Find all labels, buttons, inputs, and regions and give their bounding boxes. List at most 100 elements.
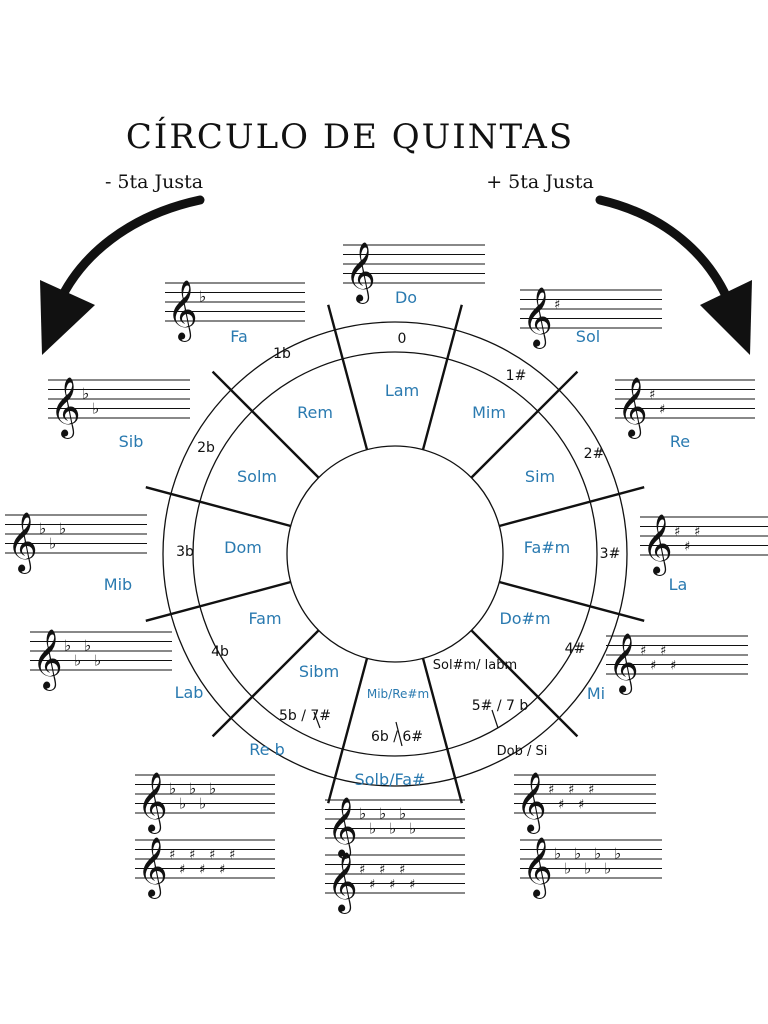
sharp-icon: ♯: [199, 863, 205, 878]
staff-la: 𝄞♯♯♯: [640, 514, 768, 576]
major-dob-si: Dob / Si: [497, 744, 548, 759]
treble-clef-icon: 𝄞: [617, 377, 648, 439]
flat-icon: ♭: [399, 804, 406, 822]
sector-labels: 0 1# 2# 3# 4# 1b 2b 3b 4b 5b / 7# 6b / 6…: [104, 288, 690, 789]
treble-clef-icon: 𝄞: [608, 633, 639, 695]
flat-icon: ♭: [59, 519, 66, 537]
treble-clef-icon: 𝄞: [522, 837, 553, 899]
flat-icon: ♭: [209, 779, 216, 797]
accidentals-re: 2#: [584, 446, 605, 462]
ring-slash-2: [491, 709, 499, 729]
major-solb-fasharp: Solb/Fa#: [355, 770, 426, 789]
sector-divider-0: [327, 304, 369, 451]
accidentals-mib: 3b: [176, 544, 194, 560]
sharp-icon: ♯: [389, 878, 395, 893]
sector-divider-6: [421, 657, 463, 804]
major-sib: Sib: [119, 432, 144, 451]
flat-icon: ♭: [389, 820, 396, 838]
flat-icon: ♭: [594, 844, 601, 862]
flat-icon: ♭: [39, 519, 46, 537]
accidentals-dob: 5# / 7 b: [472, 698, 529, 714]
major-mi: Mi: [587, 684, 605, 703]
treble-clef-icon: 𝄞: [137, 772, 168, 834]
sharp-icon: ♯: [649, 387, 655, 402]
staff-do: 𝄞: [343, 242, 485, 304]
sector-divider-11: [211, 370, 320, 479]
accidentals-sol: 1#: [506, 368, 527, 384]
accidentals-mi: 4#: [565, 641, 586, 657]
sharp-icon: ♯: [409, 878, 415, 893]
sharp-icon: ♯: [369, 878, 375, 893]
treble-clef-icon: 𝄞: [50, 377, 81, 439]
minor-dom: Dom: [224, 538, 262, 557]
flat-icon: ♭: [574, 844, 581, 862]
staff-do-sharp: 𝄞♯♯♯♯♯♯♯: [135, 837, 275, 899]
treble-clef-icon: 𝄞: [642, 514, 673, 576]
flat-icon: ♭: [84, 636, 91, 654]
treble-clef-icon: 𝄞: [522, 287, 553, 349]
flat-icon: ♭: [64, 636, 71, 654]
treble-clef-icon: 𝄞: [327, 797, 358, 859]
sharp-icon: ♯: [694, 524, 700, 539]
staff-sol: 𝄞♯: [520, 287, 662, 349]
minor-fasharpm: Fa#m: [524, 538, 571, 557]
minor-fam: Fam: [248, 609, 281, 628]
sharp-icon: ♯: [379, 862, 385, 877]
staff-fa-sharp: 𝄞♯♯♯♯♯♯: [325, 852, 465, 914]
sharp-icon: ♯: [554, 297, 560, 312]
staff-mib: 𝄞♭♭♭: [5, 512, 147, 574]
major-mib: Mib: [104, 575, 132, 594]
major-lab: Lab: [175, 683, 204, 702]
accidentals-lab: 4b: [211, 644, 229, 660]
sharp-icon: ♯: [670, 659, 676, 674]
diagram-title: CÍRCULO DE QUINTAS: [126, 116, 574, 157]
flat-icon: ♭: [199, 795, 206, 813]
sharp-icon: ♯: [229, 847, 235, 862]
left-curved-arrow-icon: [40, 195, 205, 355]
staff-si: 𝄞♯♯♯♯♯: [514, 772, 656, 834]
sharp-icon: ♯: [650, 659, 656, 674]
flat-icon: ♭: [49, 535, 56, 553]
flat-icon: ♭: [94, 652, 101, 670]
sharp-icon: ♯: [674, 524, 680, 539]
circle-rings: [162, 321, 628, 787]
sector-divider-3: [498, 486, 645, 528]
major-la: La: [669, 575, 688, 594]
left-arrow-label: - 5ta Justa: [105, 171, 203, 193]
sharp-icon: ♯: [399, 862, 405, 877]
sharp-icon: ♯: [588, 782, 594, 797]
sharp-icon: ♯: [578, 798, 584, 813]
staff-fa: 𝄞♭: [165, 280, 305, 342]
flat-icon: ♭: [409, 820, 416, 838]
sector-dividers: [145, 304, 645, 804]
minor-sibm: Sibm: [299, 662, 339, 681]
sector-divider-7: [327, 657, 369, 804]
sector-divider-8: [211, 629, 320, 738]
minor-solsharpm-labm: Sol#m/ labm: [433, 658, 517, 673]
flat-icon: ♭: [584, 860, 591, 878]
minor-sim: Sim: [525, 467, 555, 486]
minor-mib-resharpm: Mib/Re#m: [367, 687, 429, 701]
flat-icon: ♭: [369, 820, 376, 838]
flat-icon: ♭: [199, 287, 206, 305]
flat-icon: ♭: [604, 860, 611, 878]
sharp-icon: ♯: [219, 863, 225, 878]
flat-icon: ♭: [169, 779, 176, 797]
major-fa: Fa: [230, 327, 248, 346]
accidentals-do: 0: [398, 331, 407, 347]
right-arrow-label: + 5ta Justa: [486, 171, 594, 193]
sharp-icon: ♯: [209, 847, 215, 862]
sharp-icon: ♯: [558, 798, 564, 813]
sharp-icon: ♯: [659, 403, 665, 418]
treble-clef-icon: 𝄞: [345, 242, 376, 304]
accidentals-sib: 2b: [197, 440, 215, 456]
minor-lam: Lam: [385, 381, 419, 400]
sharp-icon: ♯: [660, 643, 666, 658]
treble-clef-icon: 𝄞: [137, 837, 168, 899]
treble-clef-icon: 𝄞: [327, 852, 358, 914]
sharp-icon: ♯: [189, 847, 195, 862]
accidentals-solb: 6b / 6#: [371, 729, 423, 745]
sharp-icon: ♯: [548, 782, 554, 797]
sector-divider-10: [145, 486, 292, 528]
sector-divider-1: [421, 304, 463, 451]
